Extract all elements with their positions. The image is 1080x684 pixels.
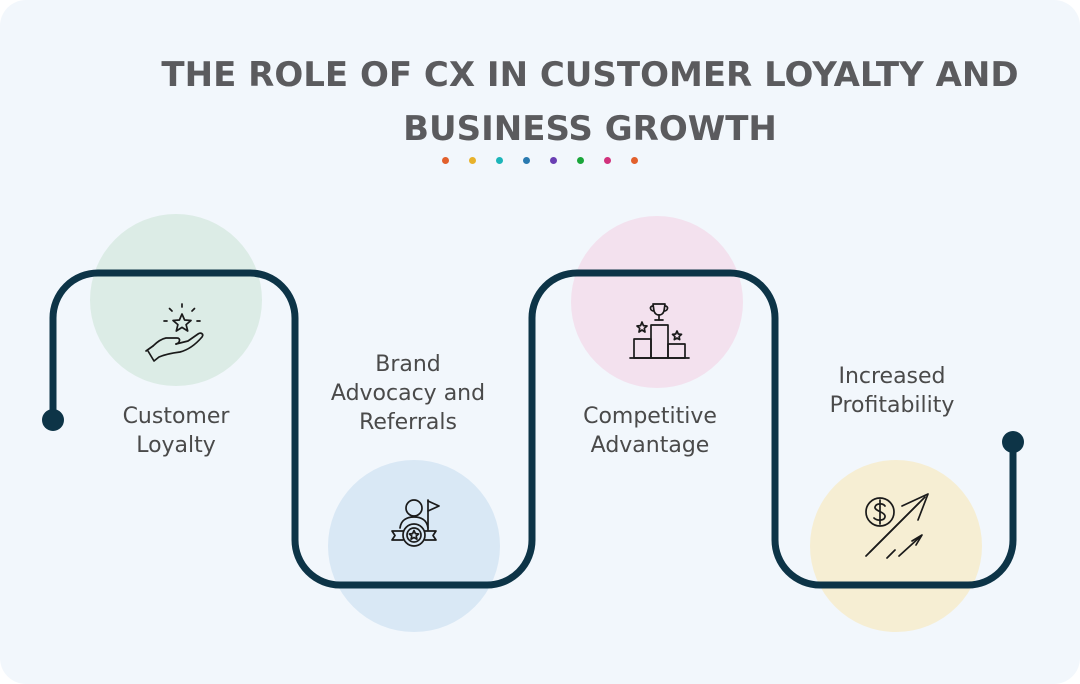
step-3-label-line-2: Advantage: [590, 433, 710, 458]
step-2-label-line-3: Referrals: [359, 410, 457, 435]
step-1-label-line-1: Customer: [122, 404, 230, 429]
dot: [631, 157, 638, 164]
page-title: THE ROLE OF CX IN CUSTOMER LOYALTY AND B…: [80, 48, 1080, 156]
dot: [469, 157, 476, 164]
step-4-label-line-2: Profitability: [829, 393, 955, 418]
step-2-label: Brand Advocacy and Referrals: [298, 350, 518, 437]
step-1-label: Customer Loyalty: [66, 402, 286, 460]
dot: [550, 157, 557, 164]
dot: [442, 157, 449, 164]
dot: [577, 157, 584, 164]
step-3-label-line-1: Competitive: [583, 404, 717, 429]
title-line-1: THE ROLE OF CX IN CUSTOMER LOYALTY AND: [161, 55, 1019, 95]
dot: [604, 157, 611, 164]
decorative-dots: [442, 157, 638, 164]
person-badge-flag-icon: [391, 499, 440, 547]
hand-star-icon: [145, 303, 204, 362]
step-1-label-line-2: Loyalty: [136, 433, 216, 458]
step-2-label-line-1: Brand: [375, 352, 441, 377]
path-start-node: [42, 409, 64, 431]
step-3-circle: [571, 216, 743, 388]
step-4-label: Increased Profitability: [782, 362, 1002, 420]
title-line-2: BUSINESS GROWTH: [403, 109, 777, 149]
step-2-label-line-2: Advocacy and: [330, 381, 486, 406]
journey-path: [49, 269, 1017, 589]
step-3-label: Competitive Advantage: [540, 402, 760, 460]
path-end-node: [1002, 431, 1024, 453]
dot: [523, 157, 530, 164]
step-1-circle: [90, 214, 262, 386]
podium-trophy-icon: [629, 303, 690, 359]
dot: [496, 157, 503, 164]
dollar-growth-arrow-icon: [865, 493, 929, 559]
step-4-label-line-1: Increased: [838, 364, 946, 389]
step-4-circle: [810, 460, 982, 632]
